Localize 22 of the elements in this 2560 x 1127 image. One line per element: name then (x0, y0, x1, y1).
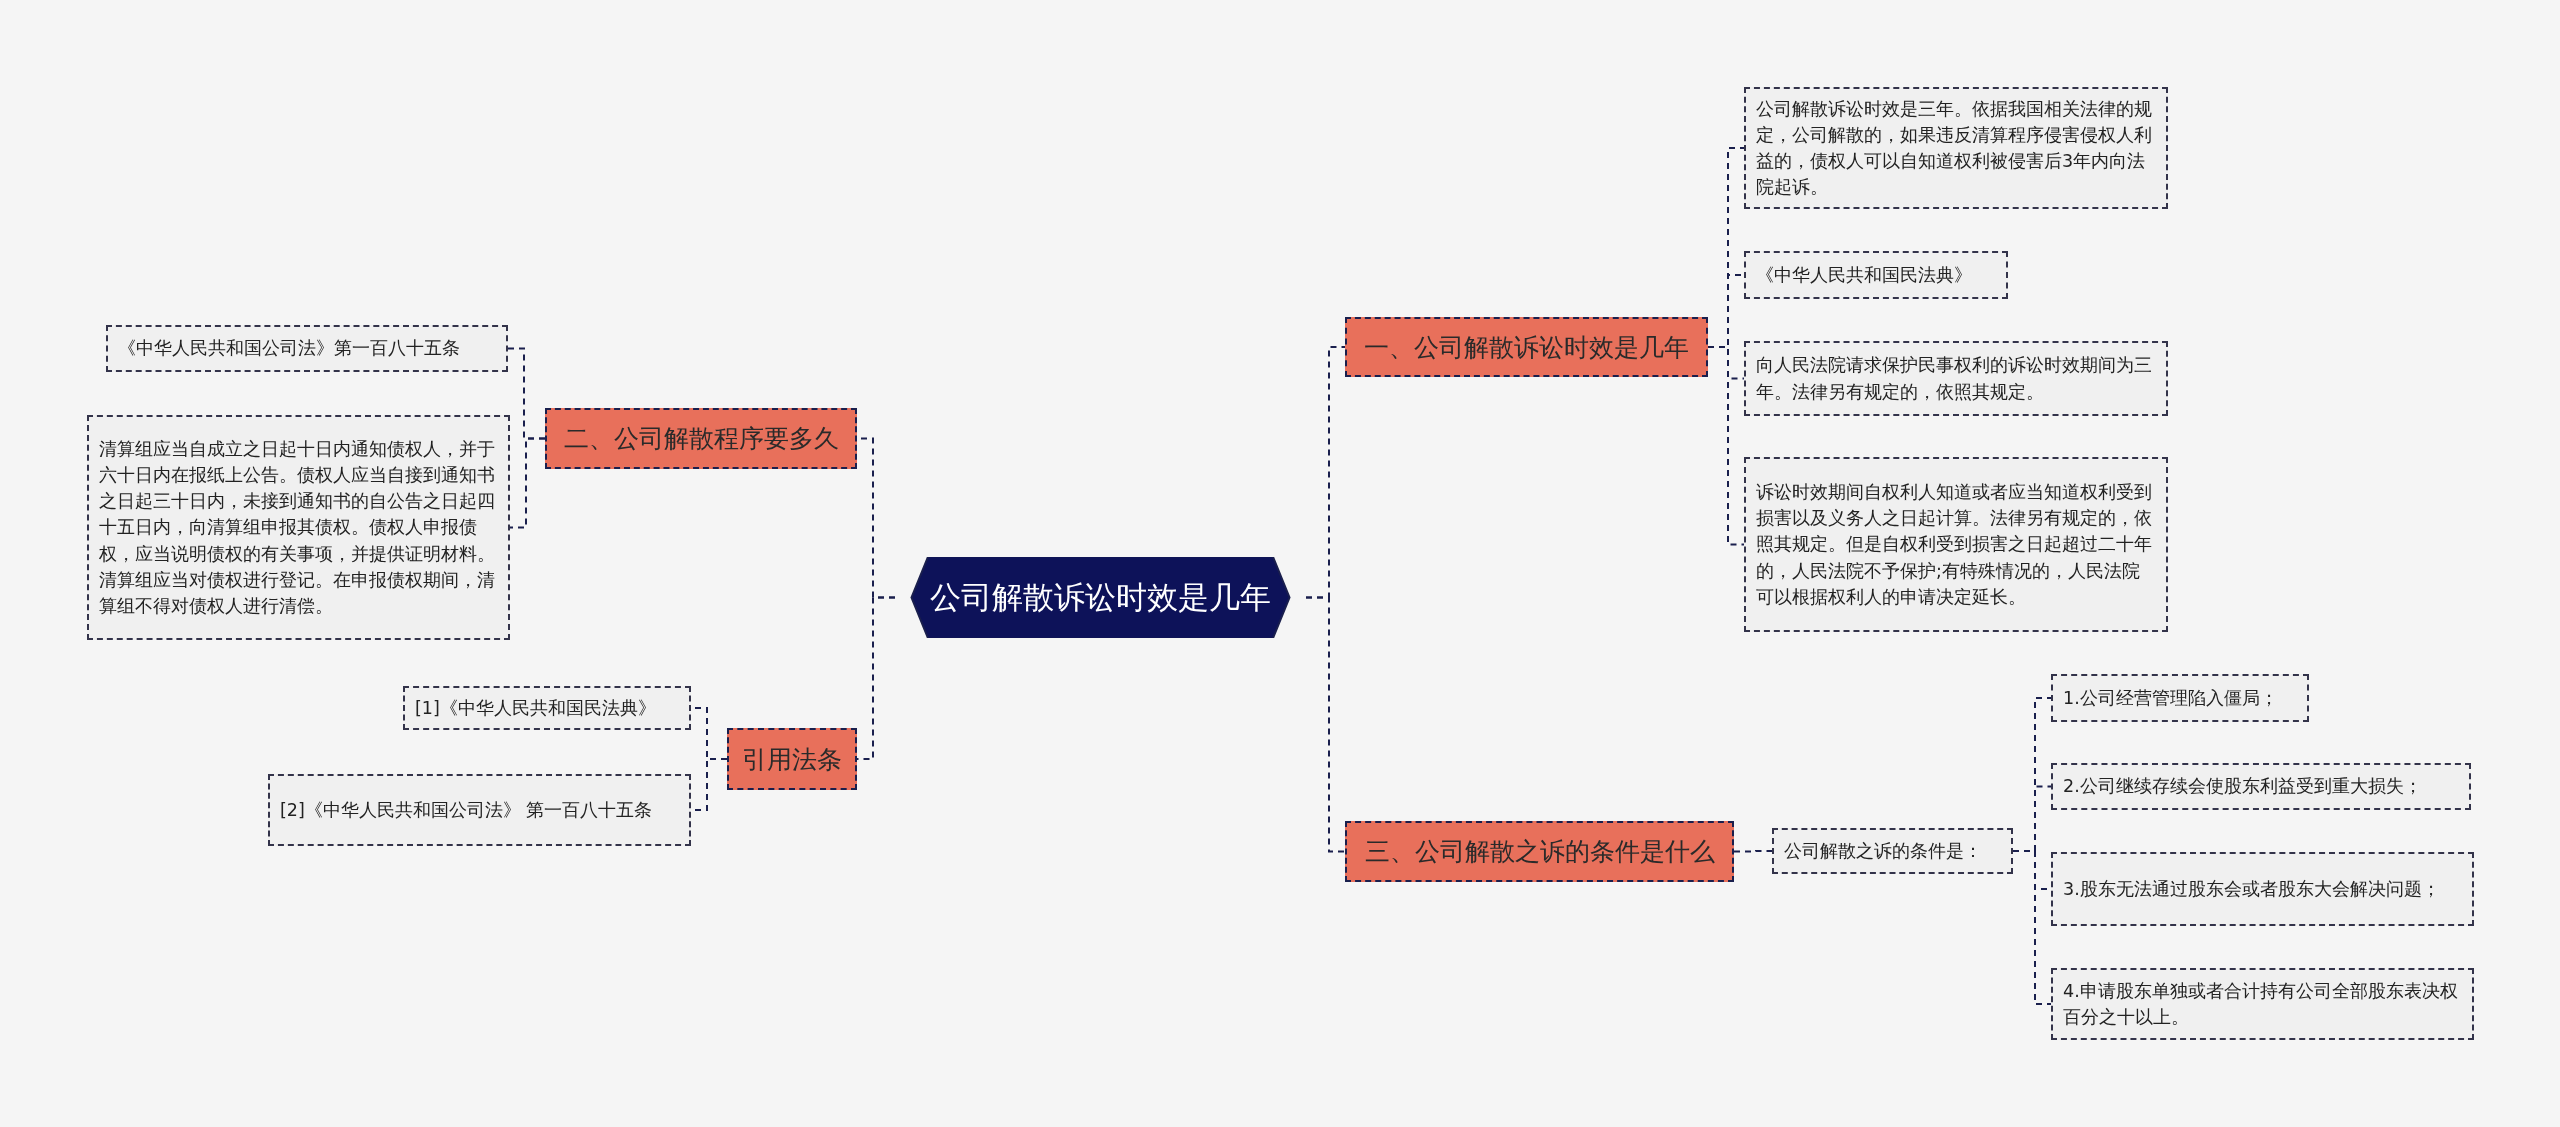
connector-line (1733, 850, 1773, 853)
connector-line (509, 437, 546, 529)
note-box: 清算组应当自成立之日起十日内通知债权人，并于六十日内在报纸上公告。债权人应当自接到通知书之日起三十日内，未接到通知书的自公告之日起四十五日内，向清算组申报其债权。债权人申报债权，应当说明债权的有关事项，并提供证明材料。清算组应当对债权进行登记。在申报债权期间，清算组不得对债权人进行清偿。 (87, 415, 510, 640)
note-box: 公司解散之诉的条件是： (1772, 828, 2013, 874)
topic-box: 三、公司解散之诉的条件是什么 (1345, 821, 1734, 882)
connector-line (1305, 596, 1346, 853)
note-box: 1.公司经营管理陷入僵局； (2051, 674, 2309, 722)
note-box: [1]《中华人民共和国民法典》 (403, 686, 691, 730)
note-box: 4.申请股东单独或者合计持有公司全部股东表决权百分之十以上。 (2051, 968, 2474, 1040)
topic-box: 二、公司解散程序要多久 (545, 408, 857, 469)
connector-line (1707, 346, 1745, 546)
note-box: 向人民法院请求保护民事权利的诉讼时效期间为三年。法律另有规定的，依照其规定。 (1744, 341, 2168, 416)
note-box: 诉讼时效期间自权利人知道或者应当知道权利受到损害以及义务人之日起计算。法律另有规定的，依照其规定。但是自权利受到损害之日起超过二十年的，人民法院不予保护;有特殊情况的，人民法院可以根据权利人的申请决定延长。 (1744, 457, 2168, 632)
note-box: [2]《中华人民共和国公司法》 第一百八十五条 (268, 774, 691, 846)
note-box: 公司解散诉讼时效是三年。依据我国相关法律的规定，公司解散的，如果违反清算程序侵害侵权人利益的，债权人可以自知道权利被侵害后3年内向法院起诉。 (1744, 87, 2168, 209)
note-box: 《中华人民共和国公司法》第一百八十五条 (106, 325, 508, 372)
note-box: 2.公司继续存续会使股东利益受到重大损失； (2051, 763, 2471, 810)
note-box: 《中华人民共和国民法典》 (1744, 251, 2008, 299)
topic-box: 一、公司解散诉讼时效是几年 (1345, 317, 1708, 377)
connector-line (2012, 850, 2052, 1005)
note-box: 3.股东无法通过股东会或者股东大会解决问题； (2051, 852, 2474, 926)
topic-box: 引用法条 (727, 728, 857, 790)
